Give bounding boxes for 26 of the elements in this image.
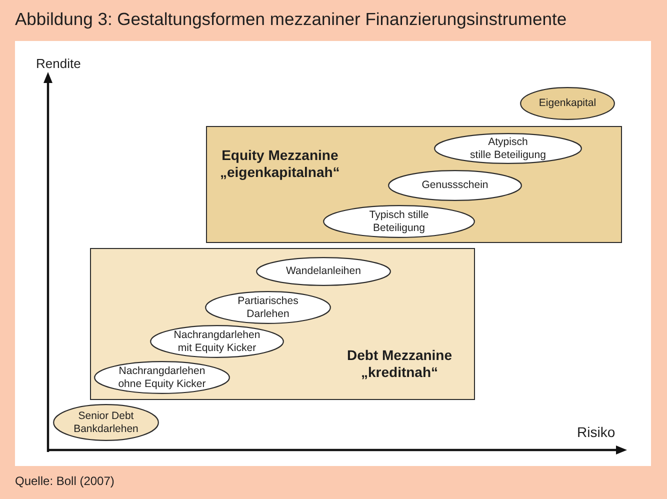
category-heading: Debt Mezzanine „kreditnah“ xyxy=(347,347,452,381)
axis-label: Risiko xyxy=(577,424,616,440)
instrument-label: Nachrangdarlehen ohne Equity Kicker xyxy=(118,365,206,390)
instrument-label: Nachrangdarlehen mit Equity Kicker xyxy=(174,329,260,354)
instrument-label: Typisch stille Beteiligung xyxy=(369,209,429,234)
category-area xyxy=(206,126,622,243)
instrument-label: Partiarisches Darlehen xyxy=(238,295,298,320)
instrument-label: Eigenkapital xyxy=(538,97,596,110)
instrument-ellipse xyxy=(205,291,331,324)
loan-ellipse xyxy=(53,404,159,441)
source-note: Quelle: Boll (2007) xyxy=(15,475,114,489)
category-heading: Equity Mezzanine „eigenkapitalnah“ xyxy=(220,147,340,181)
axis-label: Rendite xyxy=(36,57,81,72)
instrument-label: Atypisch stille Beteiligung xyxy=(470,136,546,161)
figure-title: Abbildung 3: Gestaltungsformen mezzaniner Finanzierungsinstrumente xyxy=(15,9,567,30)
capital-ellipse xyxy=(520,87,615,120)
instrument-ellipse xyxy=(94,361,230,394)
instrument-label: Genussschein xyxy=(422,179,488,192)
instrument-label: Wandelanleihen xyxy=(286,265,361,278)
instrument-ellipse xyxy=(434,133,582,164)
instrument-ellipse xyxy=(323,205,475,238)
instrument-ellipse xyxy=(388,170,522,201)
instrument-label: Senior Debt Bankdarlehen xyxy=(74,410,138,435)
instrument-ellipse xyxy=(256,257,391,286)
instrument-ellipse xyxy=(150,325,284,358)
category-area xyxy=(90,248,475,400)
